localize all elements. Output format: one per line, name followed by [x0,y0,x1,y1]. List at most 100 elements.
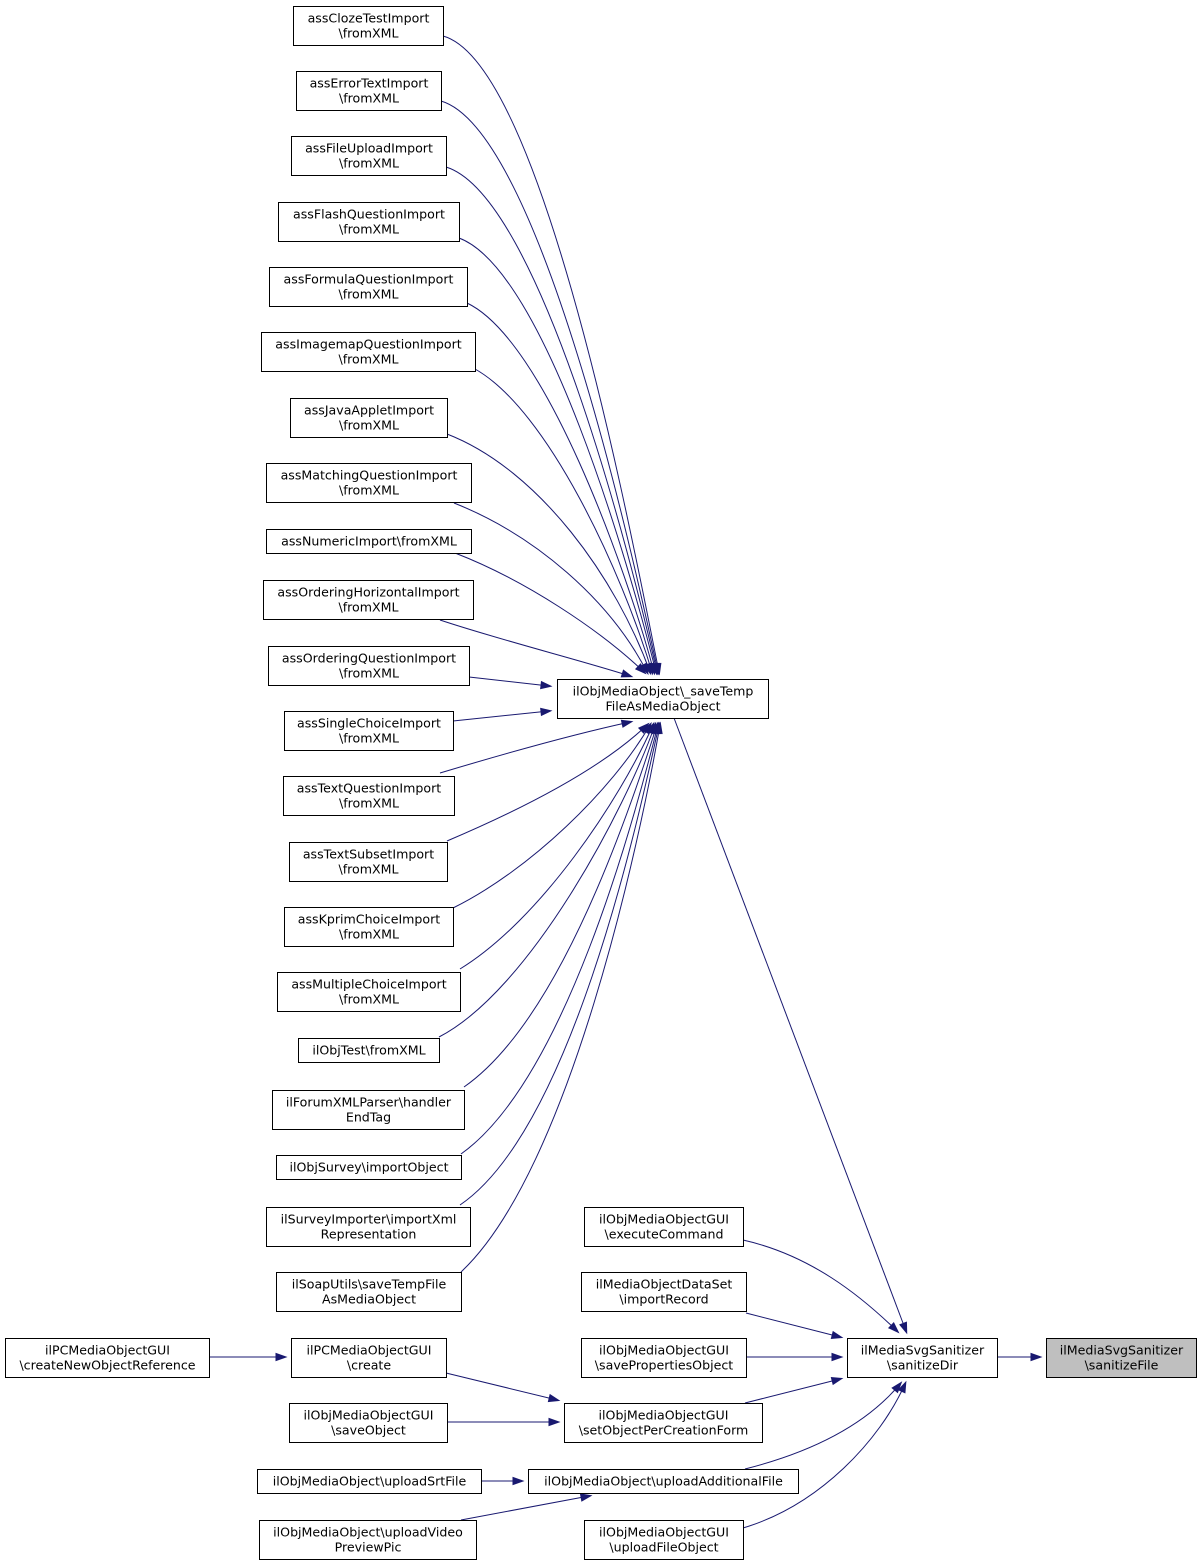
node-executecmd[interactable]: ilObjMediaObjectGUI\executeCommand [584,1207,744,1247]
node-label-line: assMatchingQuestionImport [281,468,458,483]
node-box [291,1338,447,1378]
node-objtest[interactable]: ilObjTest\fromXML [298,1038,440,1063]
node-box [1046,1338,1197,1378]
node-label-line: assErrorTextImport [310,76,429,91]
node-box [268,646,470,686]
node-textsubset[interactable]: assTextSubsetImport\fromXML [289,842,448,882]
arrowhead [275,1352,288,1362]
node-label-line: \fromXML [339,91,399,106]
edge-kprim-to-savetemp [452,724,651,909]
node-errortext[interactable]: assErrorTextImport\fromXML [296,71,442,111]
node-sanitizefile[interactable]: ilMediaSvgSanitizer\sanitizeFile [1046,1338,1197,1378]
node-box [276,1272,462,1312]
node-cloze[interactable]: assClozeTestImport\fromXML [293,6,444,46]
node-box [291,136,447,176]
node-pccreatenewref[interactable]: ilPCMediaObjectGUI\createNewObjectRefere… [5,1338,210,1378]
node-javaapplet[interactable]: assJavaAppletImport\fromXML [290,398,448,438]
node-textquestion[interactable]: assTextQuestionImport\fromXML [283,776,455,816]
node-saveobject[interactable]: ilObjMediaObjectGUI\saveObject [289,1403,448,1443]
edge-executecmd-to-sanitizedir [742,1239,898,1332]
node-uploadsrt[interactable]: ilObjMediaObject\uploadSrtFile [257,1469,482,1494]
node-label-line: \fromXML [339,731,399,746]
node-pccreate[interactable]: ilPCMediaObjectGUI\create [291,1338,447,1378]
node-box [584,1520,744,1560]
node-savetemp[interactable]: ilObjMediaObject\_saveTempFileAsMediaObj… [557,679,769,719]
node-imagemap[interactable]: assImagemapQuestionImport\fromXML [261,332,476,372]
node-label-line: ilObjMediaObjectGUI [599,1212,729,1227]
edge-surveyimporter-to-savetemp [459,724,660,1206]
arrowhead [1030,1352,1043,1362]
node-label-line: assClozeTestImport [308,11,430,26]
node-label-line: \fromXML [339,418,399,433]
arrowhead [831,1352,844,1362]
node-box [564,1403,763,1443]
node-box [290,398,448,438]
node-label-line: ilObjMediaObjectGUI [304,1408,434,1423]
node-box [289,842,448,882]
node-box [581,1338,747,1378]
arrowhead [830,1377,844,1386]
node-label-line: PreviewPic [335,1540,402,1555]
node-matching[interactable]: assMatchingQuestionImport\fromXML [266,463,472,503]
node-label-line: assSingleChoiceImport [297,716,441,731]
node-label-line: assFlashQuestionImport [293,207,445,222]
node-uploadfileobj[interactable]: ilObjMediaObjectGUI\uploadFileObject [584,1520,744,1560]
node-setperform[interactable]: ilObjMediaObjectGUI\setObjectPerCreation… [564,1403,763,1443]
edge-setperform-to-sanitizedir [744,1378,841,1404]
node-label-line: \setObjectPerCreationForm [579,1423,749,1438]
edge-uploadfileobj-to-sanitizedir [742,1383,906,1529]
node-survey[interactable]: ilObjSurvey\importObject [276,1155,462,1180]
node-label-line: ilMediaSvgSanitizer [1060,1343,1184,1358]
node-label-line: \fromXML [339,156,399,171]
node-fileupload[interactable]: assFileUploadImport\fromXML [291,136,447,176]
node-label-line: assKprimChoiceImport [298,912,441,927]
node-saveprops[interactable]: ilObjMediaObjectGUI\savePropertiesObject [581,1338,747,1378]
node-label-line: ilObjMediaObjectGUI [599,1408,729,1423]
node-importrecord[interactable]: ilMediaObjectDataSet\importRecord [581,1272,747,1312]
node-box [266,463,472,503]
node-label-line: AsMediaObject [322,1292,416,1307]
node-label-line: ilSurveyImporter\importXml [281,1212,457,1227]
node-label-line: ilObjMediaObjectGUI [599,1343,729,1358]
node-uploadadditional[interactable]: ilObjMediaObject\uploadAdditionalFile [528,1469,799,1494]
node-label-line: assTextSubsetImport [303,847,434,862]
node-box [269,267,468,307]
edge-importrecord-to-sanitizedir [745,1312,841,1338]
node-box [289,1403,448,1443]
node-label-line: ilObjMediaObject\uploadAdditionalFile [544,1474,783,1489]
node-box [528,1469,799,1494]
edge-soap-to-savetemp [460,724,661,1273]
node-label-line: \fromXML [339,992,399,1007]
node-label-line: \fromXML [338,352,398,367]
node-layer: assClozeTestImport\fromXMLassErrorTextIm… [5,6,1197,1560]
node-orderinghoriz[interactable]: assOrderingHorizontalImport\fromXML [263,580,474,620]
edge-uploadadditional-to-sanitizedir [744,1383,901,1470]
node-ordering[interactable]: assOrderingQuestionImport\fromXML [268,646,470,686]
node-flash[interactable]: assFlashQuestionImport\fromXML [278,202,460,242]
node-kprim[interactable]: assKprimChoiceImport\fromXML [284,907,454,947]
arrowhead [830,1330,844,1339]
node-sanitizedir[interactable]: ilMediaSvgSanitizer\sanitizeDir [847,1338,998,1378]
node-label-line: \fromXML [339,222,399,237]
node-multiplechoice[interactable]: assMultipleChoiceImport\fromXML [277,972,461,1012]
node-box [296,71,442,111]
node-label-line: ilPCMediaObjectGUI [307,1343,432,1358]
node-box [283,776,455,816]
node-label-line: assMultipleChoiceImport [291,977,446,992]
node-singlechoice[interactable]: assSingleChoiceImport\fromXML [284,711,454,751]
node-label-line: \create [347,1358,391,1373]
arrowhead [891,1381,903,1394]
node-label-line: \sanitizeDir [887,1358,959,1373]
node-box [557,679,769,719]
node-label-line: ilObjTest\fromXML [312,1043,425,1058]
edge-ordering-to-savetemp [468,676,550,687]
node-numeric[interactable]: assNumericImport\fromXML [266,529,472,554]
edge-survey-to-savetemp [460,724,659,1155]
edge-imagemap-to-savetemp [474,368,653,673]
node-formula[interactable]: assFormulaQuestionImport\fromXML [269,267,468,307]
